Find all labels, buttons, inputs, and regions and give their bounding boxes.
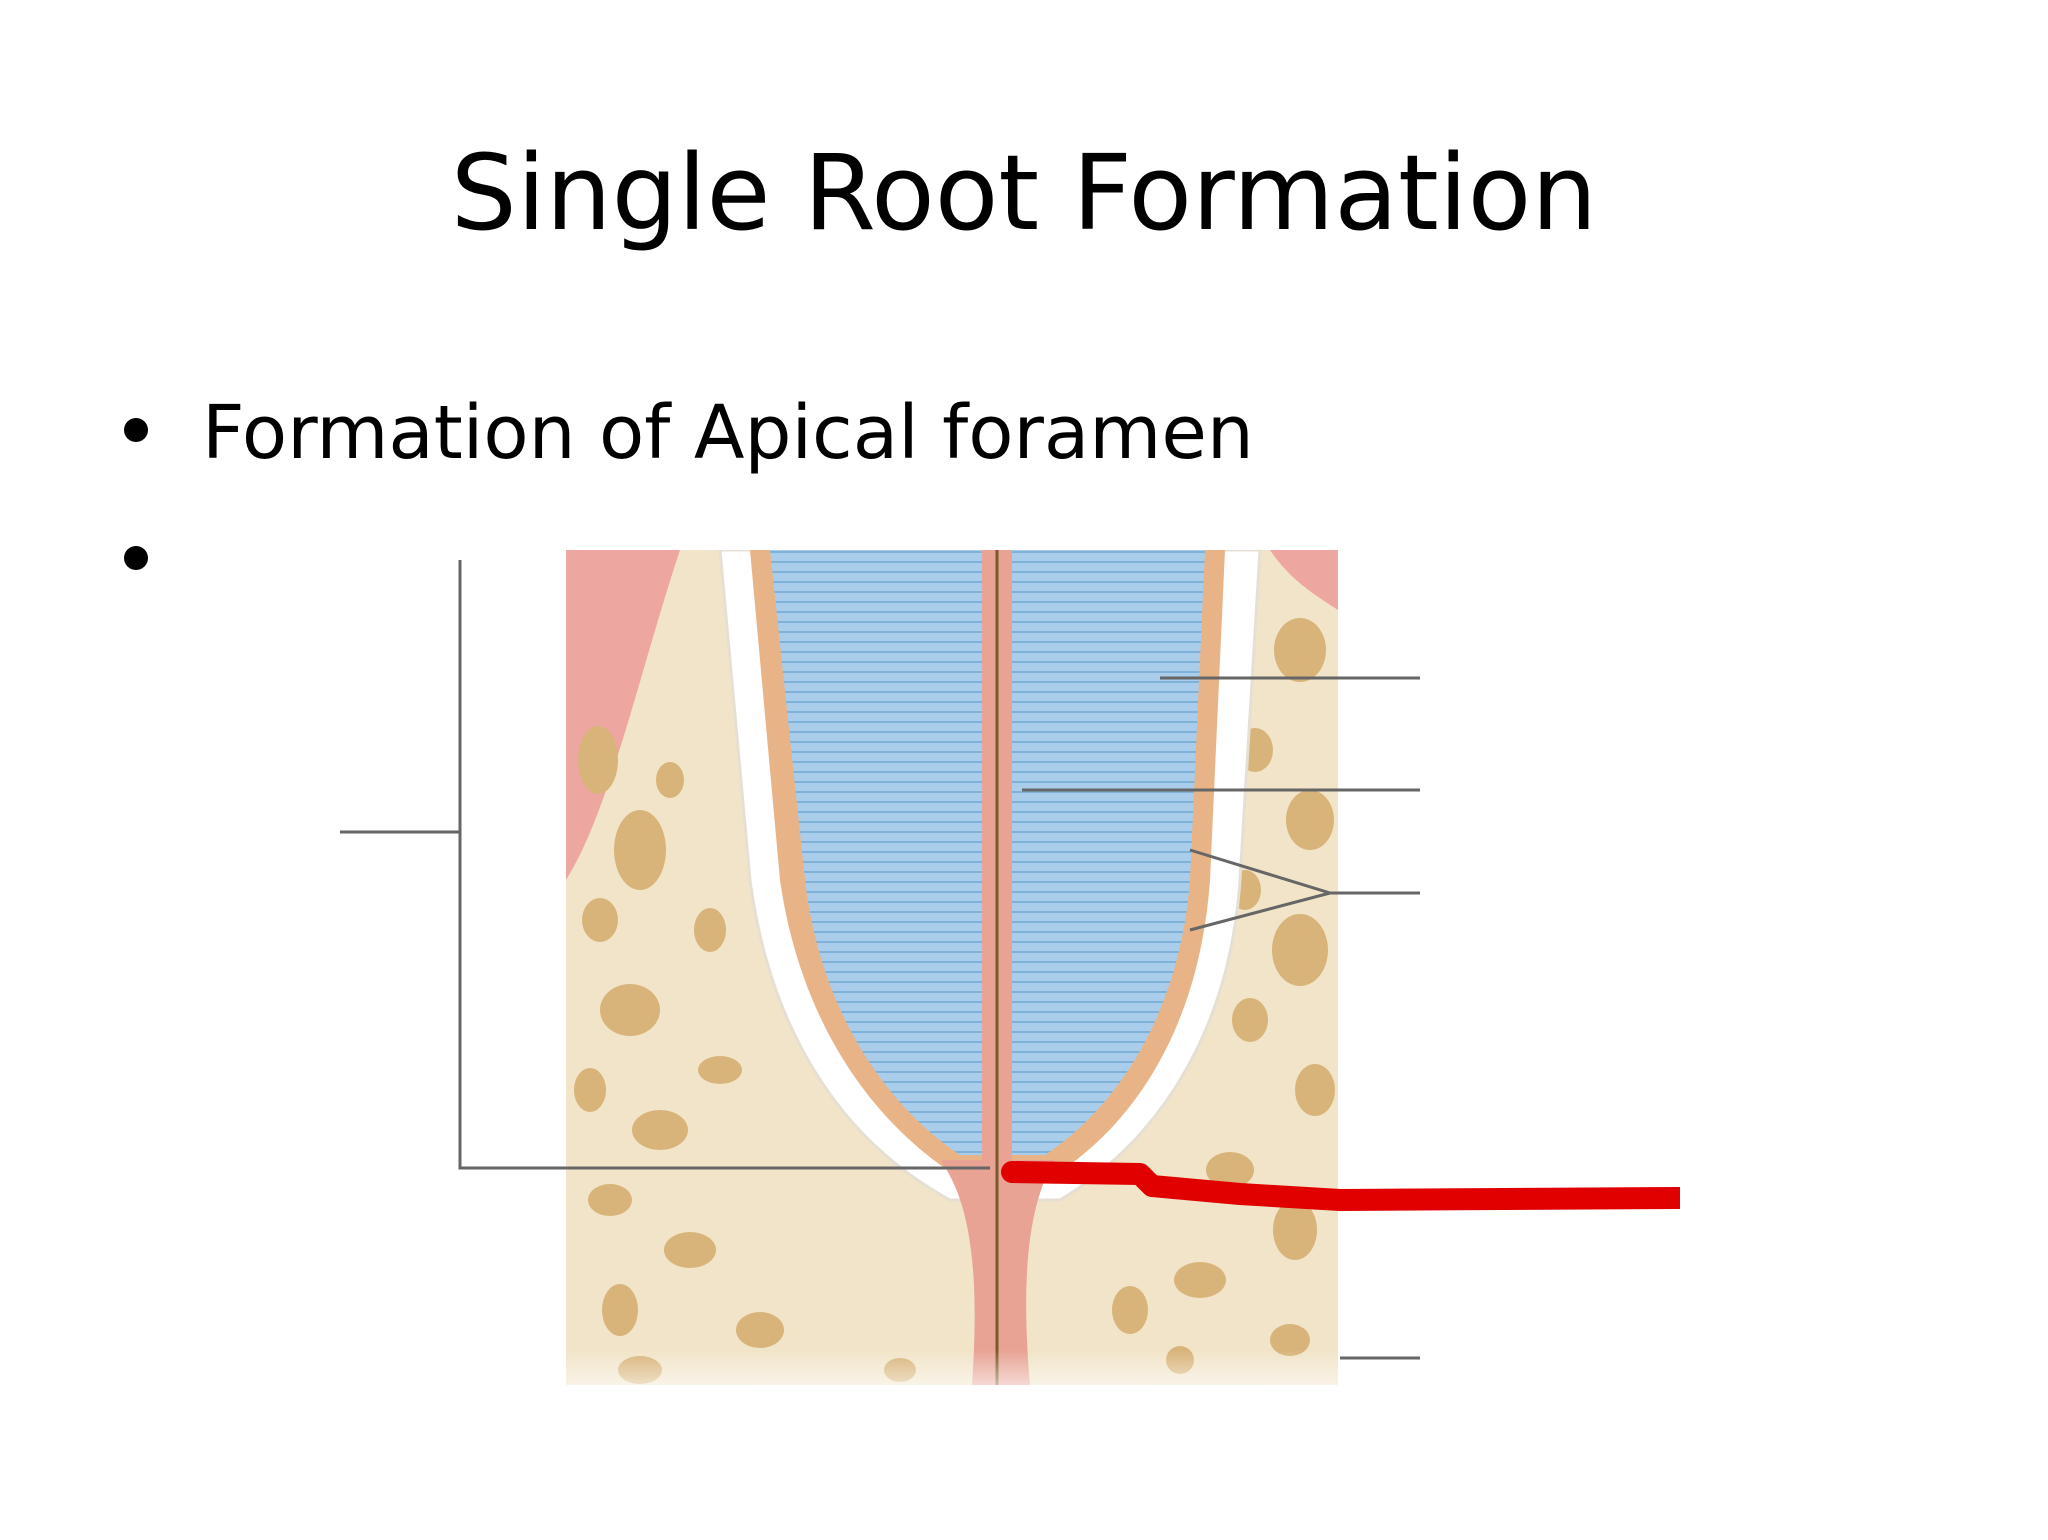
tooth-root-illustration <box>340 550 1680 1410</box>
gingiva-right <box>1270 550 1338 610</box>
bullet-list: Formation of Apical foramen <box>124 380 1924 636</box>
bullet-text: Formation of Apical foramen <box>202 390 1254 476</box>
figure-fade <box>560 1350 1350 1410</box>
bullet-item <box>124 508 1924 636</box>
apical-foramen-highlight <box>1001 1161 1680 1211</box>
dentin-left <box>770 550 982 1155</box>
leader-lines <box>340 560 1420 1360</box>
bullet-icon <box>124 418 148 442</box>
bullet-icon <box>124 546 148 570</box>
slide-title: Single Root Formation <box>450 132 1598 254</box>
tooth-root-figure <box>340 550 1680 1540</box>
dentin-right <box>1012 550 1205 1155</box>
gingiva-left <box>566 550 680 880</box>
bullet-item: Formation of Apical foramen <box>124 380 1924 508</box>
